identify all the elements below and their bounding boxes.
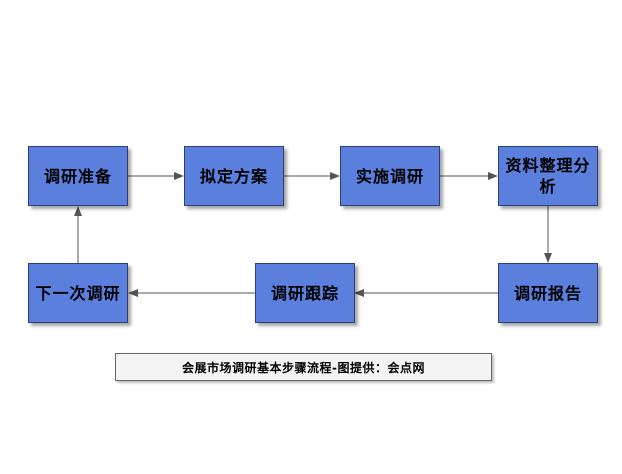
node-next-research: 下一次调研 — [28, 263, 128, 323]
node-conduct-research: 实施调研 — [340, 146, 440, 206]
caption-text: 会展市场调研基本步骤流程-图提供：会点网 — [182, 360, 425, 375]
diagram-caption: 会展市场调研基本步骤流程-图提供：会点网 — [115, 353, 492, 381]
node-research-preparation: 调研准备 — [28, 146, 128, 206]
node-data-analysis: 资料整理分析 — [498, 146, 598, 206]
node-research-report: 调研报告 — [498, 263, 598, 323]
node-research-followup: 调研跟踪 — [255, 263, 355, 323]
node-label: 调研准备 — [43, 166, 112, 186]
node-label: 资料整理分析 — [505, 156, 591, 196]
node-draft-plan: 拟定方案 — [184, 146, 284, 206]
node-label: 拟定方案 — [199, 166, 268, 186]
node-label: 实施调研 — [355, 166, 424, 186]
node-label: 调研跟踪 — [270, 283, 339, 303]
node-label: 调研报告 — [513, 283, 582, 303]
node-label: 下一次调研 — [35, 283, 121, 303]
